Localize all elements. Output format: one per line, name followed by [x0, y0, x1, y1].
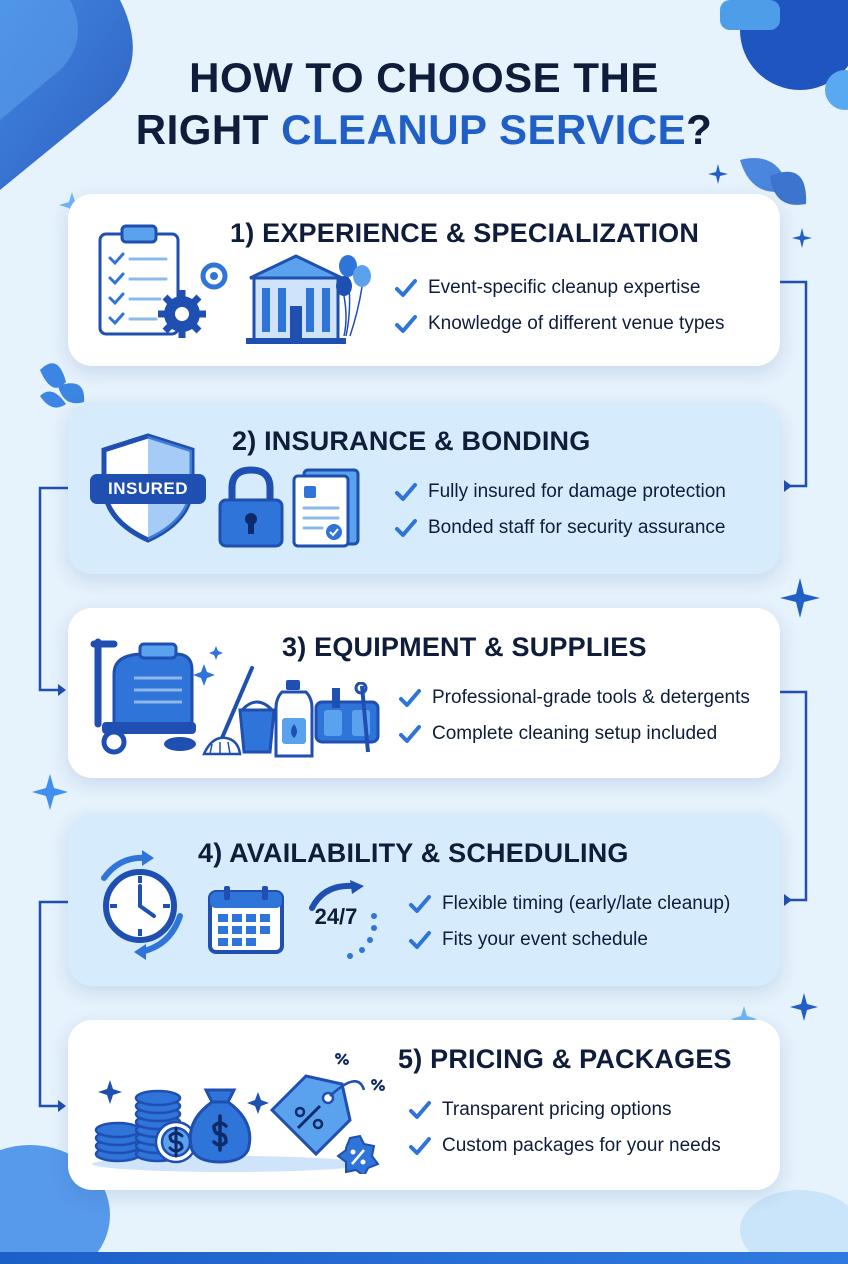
insured-badge-label: INSURED — [107, 479, 188, 498]
list-item: Knowledge of different venue types — [394, 306, 724, 342]
check-icon — [409, 931, 431, 949]
check-icon — [399, 689, 421, 707]
bullet-list: Flexible timing (early/late cleanup) Fit… — [408, 886, 730, 958]
detergent-bottle-icon — [274, 680, 314, 758]
money-bag-icon — [188, 1088, 252, 1164]
coin-stacks-icon — [94, 1089, 198, 1164]
list-item: Fits your event schedule — [408, 922, 730, 958]
title-line-1: HOW TO CHOOSE THE — [189, 54, 659, 101]
section-card-experience: 1) EXPERIENCE & SPECIALIZATION — [68, 194, 780, 366]
check-icon — [399, 725, 421, 743]
list-item: Bonded staff for security assurance — [394, 510, 726, 546]
list-item: Fully insured for damage protection — [394, 474, 726, 510]
section-title: 4) AVAILABILITY & SCHEDULING — [198, 838, 629, 868]
list-item: Event-specific cleanup expertise — [394, 270, 724, 306]
clipboard-checklist-icon — [98, 224, 228, 338]
bullet-list: Fully insured for damage protection Bond… — [394, 474, 726, 546]
page-title: HOW TO CHOOSE THE RIGHT CLEANUP SERVICE? — [0, 52, 848, 156]
check-icon — [409, 1137, 431, 1155]
mop-bucket-icon — [202, 666, 276, 756]
list-item: Complete cleaning setup included — [398, 716, 750, 752]
balloons-icon — [336, 255, 371, 337]
clock-cycle-icon — [101, 850, 183, 960]
insured-shield-icon: INSURED — [88, 432, 208, 544]
gears-icon — [158, 262, 228, 338]
check-icon — [409, 1101, 431, 1119]
bullet-text: Event-specific cleanup expertise — [428, 277, 701, 298]
bullet-list: Event-specific cleanup expertise Knowled… — [394, 270, 724, 342]
24-7-label: 24/7 — [314, 904, 358, 929]
section-title: 5) PRICING & PACKAGES — [398, 1044, 732, 1074]
section-title: 3) EQUIPMENT & SUPPLIES — [282, 632, 647, 662]
title-line-2-prefix: RIGHT — [135, 106, 282, 153]
check-icon — [395, 483, 417, 501]
tool-belt-icon — [314, 682, 380, 753]
discount-tag-icon — [269, 1053, 385, 1174]
title-line-2-accent: CLEANUP SERVICE — [281, 106, 687, 153]
bullet-text: Fully insured for damage protection — [428, 481, 726, 502]
check-icon — [395, 315, 417, 333]
bullet-list: Transparent pricing options Custom packa… — [408, 1092, 721, 1164]
section-title: 1) EXPERIENCE & SPECIALIZATION — [230, 218, 700, 248]
list-item: Custom packages for your needs — [408, 1128, 721, 1164]
section-card-availability: 4) AVAILABILITY & SCHEDULING 24/7 — [68, 814, 780, 986]
section-card-pricing: 5) PRICING & PACKAGES — [68, 1020, 780, 1190]
floor-scrubber-icon — [90, 638, 223, 755]
title-line-2-suffix: ? — [686, 106, 713, 153]
bullet-text: Complete cleaning setup included — [432, 723, 718, 744]
bullet-text: Transparent pricing options — [442, 1099, 672, 1120]
venue-building-icon — [246, 254, 371, 344]
check-icon — [395, 519, 417, 537]
check-icon — [395, 279, 417, 297]
section-card-equipment: 3) EQUIPMENT & SUPPLIES Profes — [68, 608, 780, 778]
padlock-icon — [218, 466, 284, 548]
bullet-text: Fits your event schedule — [442, 929, 648, 950]
list-item: Flexible timing (early/late cleanup) — [408, 886, 730, 922]
bullet-list: Professional-grade tools & detergents Co… — [398, 680, 750, 752]
bullet-text: Professional-grade tools & detergents — [432, 687, 750, 708]
bullet-text: Flexible timing (early/late cleanup) — [442, 893, 731, 914]
bullet-text: Custom packages for your needs — [442, 1135, 721, 1156]
pricing-illustration — [92, 1053, 385, 1174]
bullet-text: Knowledge of different venue types — [428, 313, 725, 334]
calendar-icon — [208, 886, 284, 954]
section-card-insurance: 2) INSURANCE & BONDING INSURED Fully ins… — [68, 402, 780, 574]
section-title: 2) INSURANCE & BONDING — [232, 426, 591, 456]
bullet-text: Bonded staff for security assurance — [428, 517, 726, 538]
list-item: Professional-grade tools & detergents — [398, 680, 750, 716]
certificate-document-icon — [292, 468, 360, 548]
24-7-icon: 24/7 — [300, 880, 382, 960]
list-item: Transparent pricing options — [408, 1092, 721, 1128]
check-icon — [409, 895, 431, 913]
